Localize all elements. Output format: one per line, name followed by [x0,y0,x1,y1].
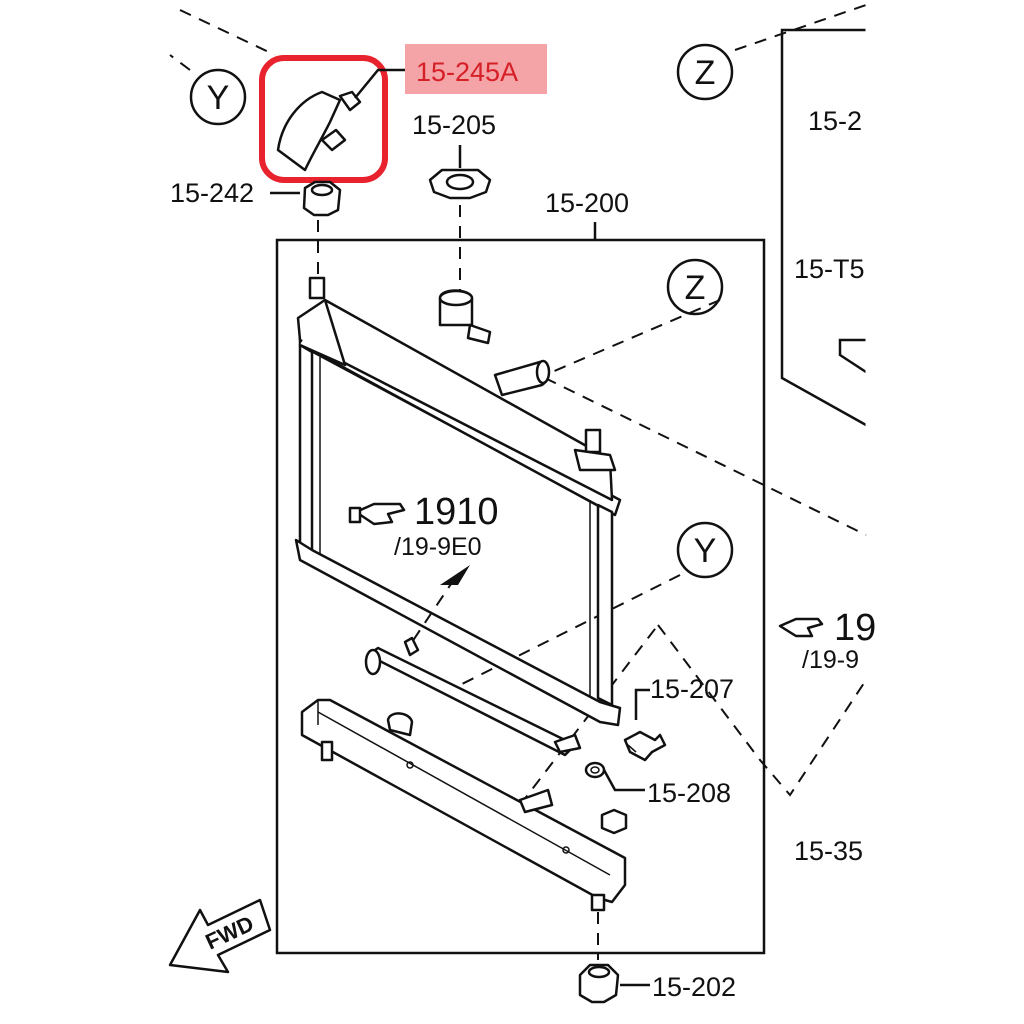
leader-z-top [734,4,867,51]
nut[interactable] [600,808,628,835]
side-ref-sub: /19-9 [802,646,859,674]
label-15-207: 15-207 [650,674,734,704]
label-15-205: 15-205 [412,110,496,140]
leader-y-top-left [169,54,191,71]
callout-z-top: Z [676,43,734,101]
lower-pipe[interactable] [364,636,582,757]
leader-top-left [179,9,276,56]
deflector-shape [276,90,342,172]
fwd-arrow-icon: FWD [168,898,272,974]
callout-z-top-text: Z [695,54,716,92]
label-15-202: 15-202 [652,972,736,1002]
leader-bracket [657,624,867,797]
leader-15-208 [602,769,645,792]
side-ref-pointer [778,617,824,638]
leader-to-panel [544,377,867,536]
highlight-label: 15-245A [416,57,518,87]
ref-sub-19-9e0: /19-9E0 [394,533,482,561]
right-panel: 15-2 15-T5 19 /19-9 15-35 [778,0,876,1024]
callout-y-inner: Y [676,521,734,579]
side-ref-number: 19 [834,607,876,649]
highlight-box [259,55,388,183]
radiator-frame-box [275,238,766,955]
leader-15-207 [634,688,650,720]
callout-z-inner-text: Z [685,269,706,307]
callout-y-top: Y [189,68,247,126]
side-label-top: 15-2 [808,106,862,136]
label-15-208: 15-208 [647,778,731,808]
bushing-top[interactable] [302,180,342,217]
radiator-core[interactable] [294,276,622,727]
label-15-200: 15-200 [545,188,629,218]
label-15-242: 15-242 [170,178,254,208]
highlight-label-bg [405,44,547,94]
part-15-245a[interactable] [259,55,408,183]
callout-y-inner-text: Y [694,532,717,570]
side-label-mid: 15-T5 [794,254,865,284]
ref-arrow-shaft [409,577,456,646]
ref-pointer-1910 [348,502,406,526]
washer[interactable] [584,761,606,779]
side-label-bottom: 15-35 [794,836,863,866]
leader-y-inner [449,574,681,691]
callout-z-inner: Z [666,258,724,316]
radiator-cap[interactable] [428,168,492,200]
lower-bracket[interactable] [300,698,627,912]
leader-z-inner [544,299,721,376]
ref-number-1910: 1910 [414,491,499,533]
ref-arrow-head [440,565,470,585]
callout-y-top-text: Y [207,79,230,117]
bushing-bottom[interactable] [578,963,620,1004]
drain-plug[interactable] [623,730,667,762]
